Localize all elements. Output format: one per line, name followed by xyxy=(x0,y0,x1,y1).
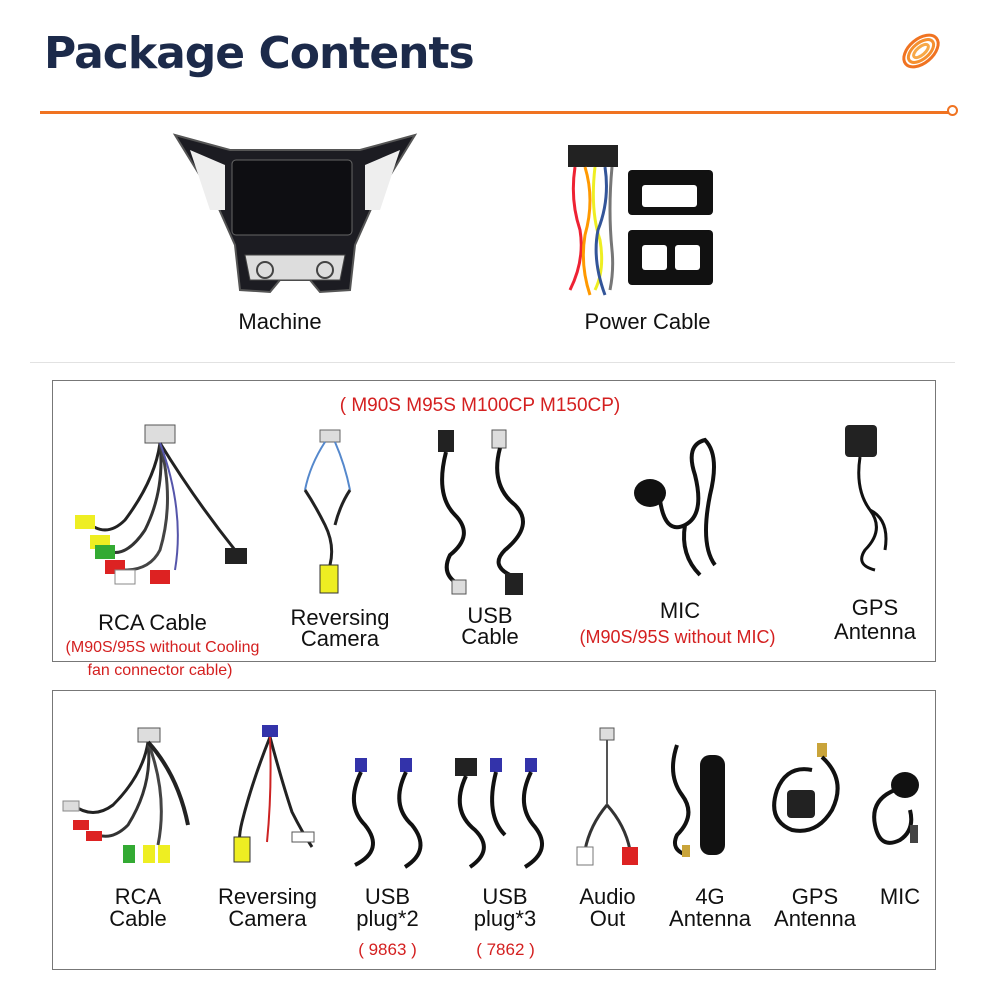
rca-cable-note-2: fan connector cable) xyxy=(87,662,233,679)
reversing-camera-image xyxy=(303,429,352,594)
gps-antenna-label-1: GPS xyxy=(851,595,899,620)
usb-cable-label-2: Cable xyxy=(461,624,519,649)
4g-antenna-label-2: Antenna xyxy=(669,906,751,931)
machine-label: Machine xyxy=(238,309,322,334)
gps-antenna-image xyxy=(845,425,888,572)
orange-swirl-logo-icon xyxy=(902,33,940,69)
usb-plug-3-note: ( 7862 ) xyxy=(476,940,535,959)
power-cable-image xyxy=(568,145,713,296)
machine-image xyxy=(172,133,418,294)
rca-cable-label: RCA Cable xyxy=(98,610,207,635)
models-note: ( M90S M95S M100CP M150CP) xyxy=(339,395,621,416)
mic-2-image xyxy=(872,772,919,845)
4g-antenna-label-1: 4G xyxy=(695,884,725,909)
mic-label: MIC xyxy=(659,598,701,623)
4g-antenna-image xyxy=(671,744,725,857)
gps-antenna-2-image xyxy=(772,743,840,833)
usb-plug-2-label-1: USB xyxy=(364,884,411,909)
reversing-camera-label-2: Camera xyxy=(300,626,380,651)
rca-cable-2-label-1: RCA xyxy=(114,884,162,909)
page-title: Package Contents xyxy=(44,28,475,79)
usb-plug-2-image xyxy=(352,758,423,869)
mic-note: (M90S/95S without MIC) xyxy=(579,627,776,647)
rca-cable-image xyxy=(75,424,247,585)
mic-2-label: MIC xyxy=(879,884,921,909)
usb-plug-3-label-1: USB xyxy=(482,884,528,909)
reversing-camera-label-1: Reversing xyxy=(290,605,390,630)
reversing-camera-2-image xyxy=(233,725,315,863)
usb-plug-2-note: ( 9863 ) xyxy=(358,940,417,959)
usb-cable-label-1: USB xyxy=(467,603,513,628)
gps-antenna-2-label-2: Antenna xyxy=(774,906,856,931)
rca-cable-2-image xyxy=(62,727,190,863)
audio-out-label-2: Out xyxy=(589,906,626,931)
audio-out-image xyxy=(576,727,638,866)
gps-antenna-2-label-1: GPS xyxy=(791,884,839,909)
usb-plug-2-label-2: plug*2 xyxy=(356,906,419,931)
reversing-camera-2-label-1: Reversing xyxy=(217,884,318,909)
header-divider xyxy=(40,111,950,114)
usb-plug-3-label-2: plug*3 xyxy=(473,906,537,931)
rca-cable-note-1: (M90S/95S without Cooling xyxy=(65,639,260,656)
divider-end-dot xyxy=(947,105,958,116)
reversing-camera-2-label-2: Camera xyxy=(228,906,307,931)
usb-plug-3-image xyxy=(455,758,545,869)
rca-cable-2-label-2: Cable xyxy=(109,906,167,931)
usb-cable-image xyxy=(438,429,525,595)
accessory-box-1 xyxy=(52,380,936,662)
gps-antenna-label-2: Antenna xyxy=(834,619,916,644)
power-cable-label: Power Cable xyxy=(584,309,711,334)
mic-image xyxy=(634,437,717,577)
audio-out-label-1: Audio xyxy=(579,884,636,909)
accessory-box-2 xyxy=(52,690,936,970)
section-divider xyxy=(30,362,955,363)
